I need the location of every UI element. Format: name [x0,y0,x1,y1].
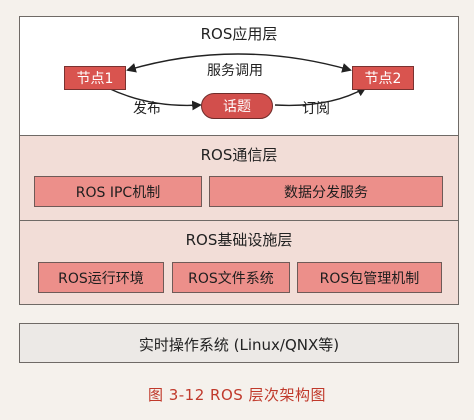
topic-pill: 话题 [201,93,273,119]
filesystem-box: ROS文件系统 [172,262,290,293]
service-call-label: 服务调用 [207,63,263,79]
runtime-env-box: ROS运行环境 [38,262,164,293]
os-layer-label: 实时操作系统 (Linux/QNX等) [138,336,340,354]
figure-caption: 图 3-12 ROS 层次架构图 [147,386,327,404]
publish-label: 发布 [133,101,161,117]
subscribe-label: 订阅 [302,101,330,117]
infra-layer-title: ROS基础设施层 [185,231,293,249]
comm-layer-title: ROS通信层 [200,146,278,164]
os-layer-band: 实时操作系统 (Linux/QNX等) [19,323,459,363]
app-layer-title: ROS应用层 [200,25,278,43]
node1-box: 节点1 [64,66,126,90]
data-distribution-box: 数据分发服务 [209,176,443,207]
package-management-box: ROS包管理机制 [297,262,442,293]
ipc-mechanism-box: ROS IPC机制 [34,176,202,207]
node2-box: 节点2 [352,66,414,90]
